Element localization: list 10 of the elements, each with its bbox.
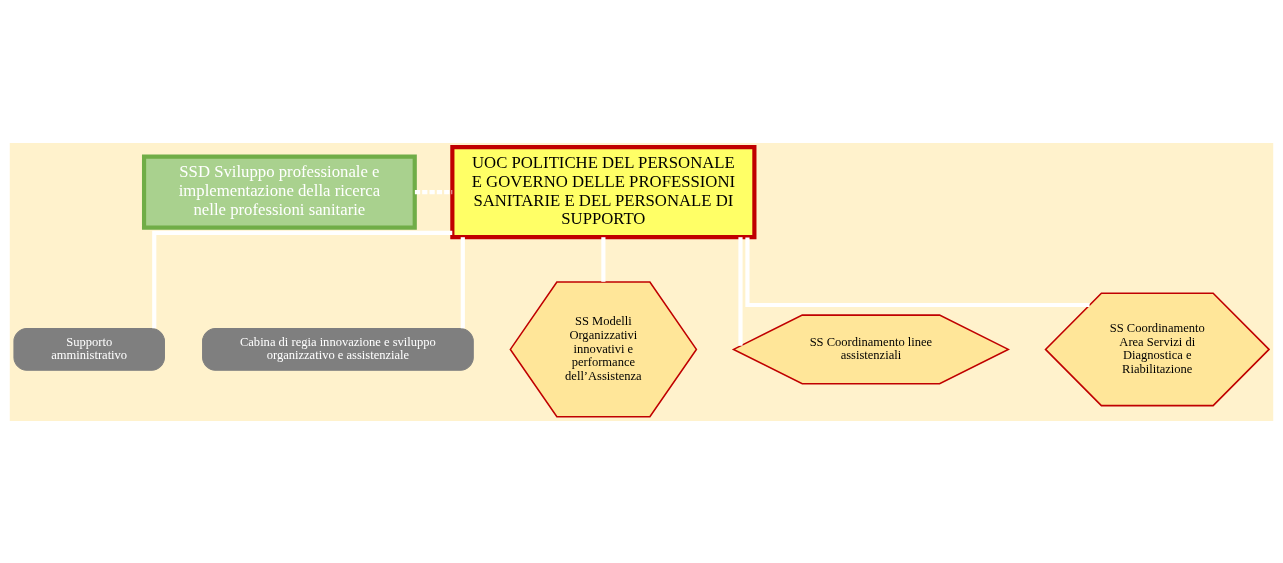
node-box: UOC POLITICHE DEL PERSONALE E GOVERNO DELLE PROFESSIONI SANITARIE E DEL PERSONALE DI SUPPORTO — [450, 144, 757, 239]
node-box: Supporto amministrativo — [13, 327, 165, 371]
connector — [601, 236, 606, 282]
connector — [414, 189, 453, 194]
connector — [152, 230, 453, 328]
connector — [745, 236, 1090, 307]
node-box: SSD Sviluppo professionale e implementazione della ricerca nelle professioni sanitarie — [142, 154, 417, 230]
node-box: Cabina di regia innovazione e sviluppo organizzativo e assistenziale — [202, 327, 474, 371]
connector — [738, 236, 743, 346]
connector — [460, 236, 465, 328]
